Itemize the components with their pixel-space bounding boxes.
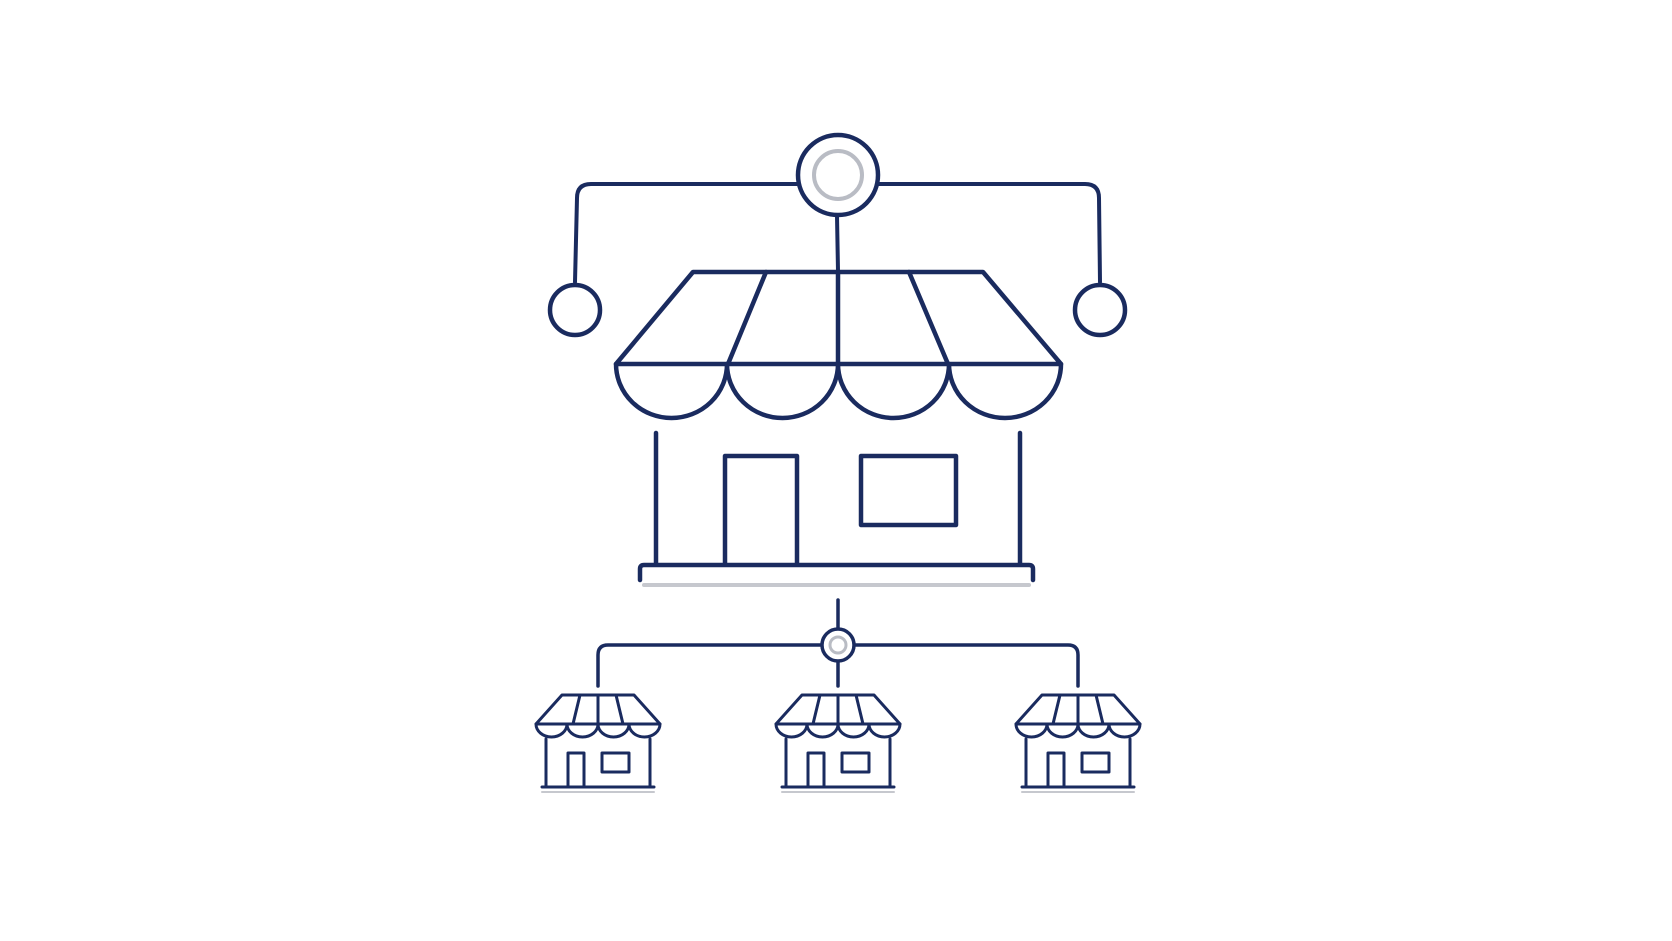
hub-node-icon [795,132,881,218]
main-store-icon [613,269,1064,587]
branch-connector-lines [596,598,1080,688]
branch-store-icon [774,693,902,794]
branch-store-icon [534,693,662,794]
branch-hub-icon [820,627,856,663]
top-connector-lines [573,182,1102,284]
branch-store-icon [1014,693,1142,794]
network-node-icon [1072,282,1128,338]
network-node-icon [547,282,603,338]
